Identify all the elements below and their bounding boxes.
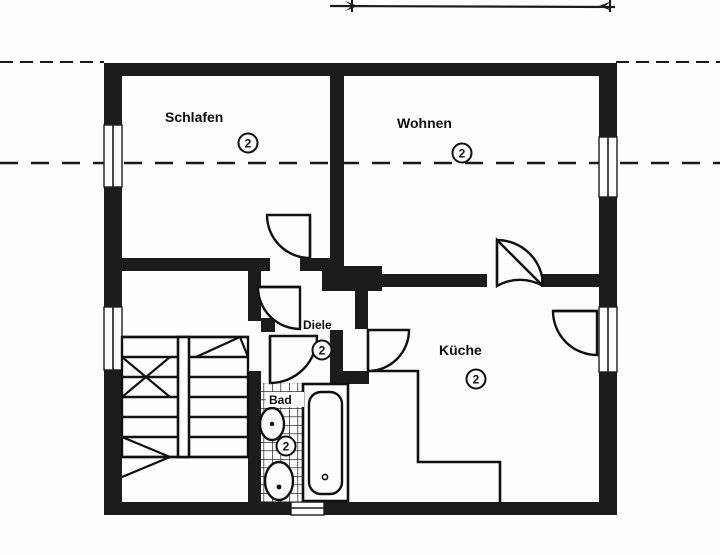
door-diele-left [256, 285, 302, 331]
room-marker-wohnen-number: 2 [459, 147, 466, 161]
room-marker-kueche: 2 [465, 368, 487, 390]
door-bad [268, 334, 319, 385]
room-marker-bad: 2 [275, 435, 297, 457]
door-schlafen [265, 213, 312, 260]
room-label-diele: Diele [303, 318, 332, 332]
room-marker-diele-number: 2 [319, 344, 326, 358]
toilet-fixture [263, 460, 295, 502]
door-swings [256, 213, 599, 385]
window-right-upper [598, 136, 618, 198]
door-entry-right [551, 309, 599, 357]
door-kueche [366, 328, 411, 373]
room-marker-kueche-number: 2 [473, 373, 480, 387]
interior-walls [122, 76, 601, 505]
room-label-bad: Bad [269, 393, 292, 407]
room-marker-wohnen: 2 [451, 142, 473, 164]
room-label-wohnen: Wohnen [397, 115, 452, 131]
window-right-lower [598, 306, 618, 373]
wash-basin-fixture [258, 406, 286, 442]
room-label-bad-backdrop [266, 392, 304, 407]
exterior-walls [104, 63, 617, 515]
window-bottom-bad [290, 501, 325, 516]
room-labels: Schlafen 2 Wohnen 2 Diele 2 Küche 2 Bad … [165, 109, 487, 457]
staircase-fixture [120, 335, 250, 479]
door-wohnen [495, 237, 545, 289]
windows [103, 124, 618, 516]
bathtub-fixture [301, 382, 350, 503]
room-marker-bad-number: 2 [283, 440, 290, 454]
room-marker-schlafen-number: 2 [245, 137, 252, 151]
room-marker-diele: 2 [311, 339, 333, 361]
room-label-kueche: Küche [439, 342, 482, 358]
room-marker-schlafen: 2 [237, 132, 259, 154]
window-left-lower [103, 306, 123, 371]
dimension-line-top [329, 0, 616, 12]
kitchen-counter-fixture [368, 369, 502, 502]
window-left-upper [103, 124, 123, 188]
room-label-schlafen: Schlafen [165, 109, 223, 125]
